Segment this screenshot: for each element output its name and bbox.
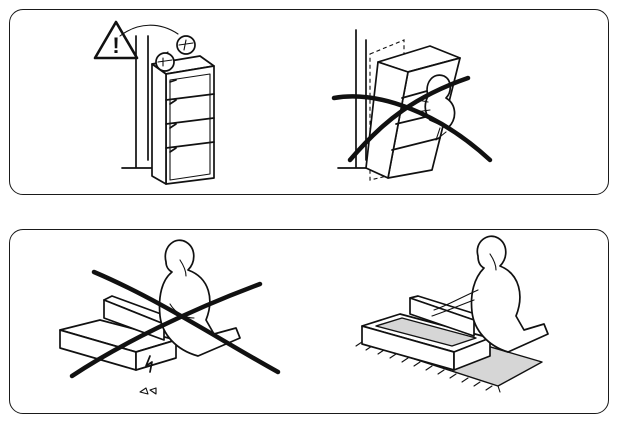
wall-fixing-detail-icon — [119, 24, 196, 72]
wrong-hard-floor-assembly-illustration — [59, 239, 281, 395]
wall — [121, 35, 153, 169]
bookcase — [151, 55, 215, 185]
warning-triangle-icon: ! — [93, 20, 139, 60]
person-figure — [431, 235, 549, 353]
correct-wall-anchoring-illustration: ! — [93, 20, 215, 185]
wrong-unanchored-bookcase-illustration — [331, 29, 493, 181]
warning-mark: ! — [112, 33, 119, 58]
prohibited-cross-icon — [331, 75, 493, 163]
furniture-frame — [59, 295, 177, 373]
furniture-frame — [361, 295, 491, 371]
prohibited-cross-icon — [69, 269, 281, 379]
correct-rug-assembly-illustration — [355, 235, 549, 393]
